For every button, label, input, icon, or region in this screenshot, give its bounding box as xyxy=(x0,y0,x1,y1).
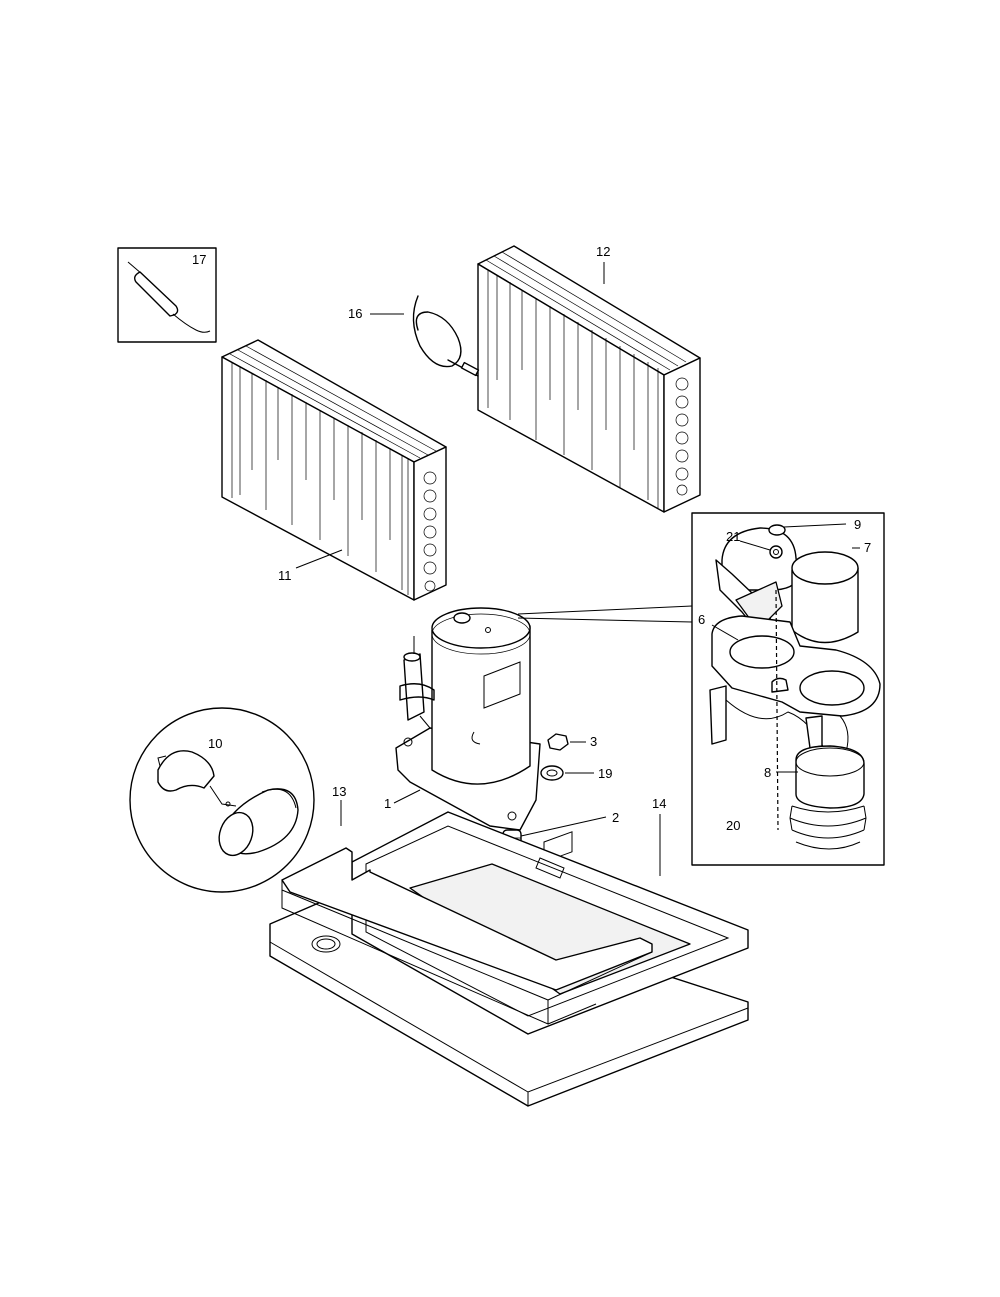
callout-6: 6 xyxy=(698,612,705,627)
inset-box-17 xyxy=(117,247,217,343)
detail-circle-10 xyxy=(129,707,315,893)
leader-lines xyxy=(295,262,661,876)
callout-7: 7 xyxy=(864,540,871,555)
part-13-bracket xyxy=(281,847,653,1025)
inset-box-capacitor xyxy=(691,512,885,866)
callout-21: 21 xyxy=(726,529,740,544)
part-1-compressor xyxy=(395,607,541,831)
callout-1: 1 xyxy=(384,796,391,811)
part-11-coil xyxy=(221,339,447,601)
callout-13: 13 xyxy=(332,784,346,799)
callout-11: 11 xyxy=(278,568,292,583)
part-12-coil xyxy=(477,245,701,513)
callout-19: 19 xyxy=(598,766,612,781)
callout-12: 12 xyxy=(596,244,610,259)
part-17-inset xyxy=(117,247,217,343)
part-19-washer xyxy=(540,765,594,781)
capacitor-inset xyxy=(517,512,885,866)
part-16-sensor xyxy=(412,295,480,377)
callout-8: 8 xyxy=(764,765,771,780)
callout-labels: 17 12 16 11 21 9 7 6 3 19 8 10 13 1 14 2… xyxy=(192,244,871,833)
part-10-detail xyxy=(129,707,315,893)
callout-17: 17 xyxy=(192,252,206,267)
callout-3: 3 xyxy=(590,734,597,749)
part-3-nut xyxy=(547,733,586,751)
callout-2: 2 xyxy=(612,810,619,825)
callout-9: 9 xyxy=(854,517,861,532)
callout-10: 10 xyxy=(208,736,222,751)
callout-16: 16 xyxy=(348,306,362,321)
callout-14: 14 xyxy=(652,796,666,811)
callout-20: 20 xyxy=(726,818,740,833)
